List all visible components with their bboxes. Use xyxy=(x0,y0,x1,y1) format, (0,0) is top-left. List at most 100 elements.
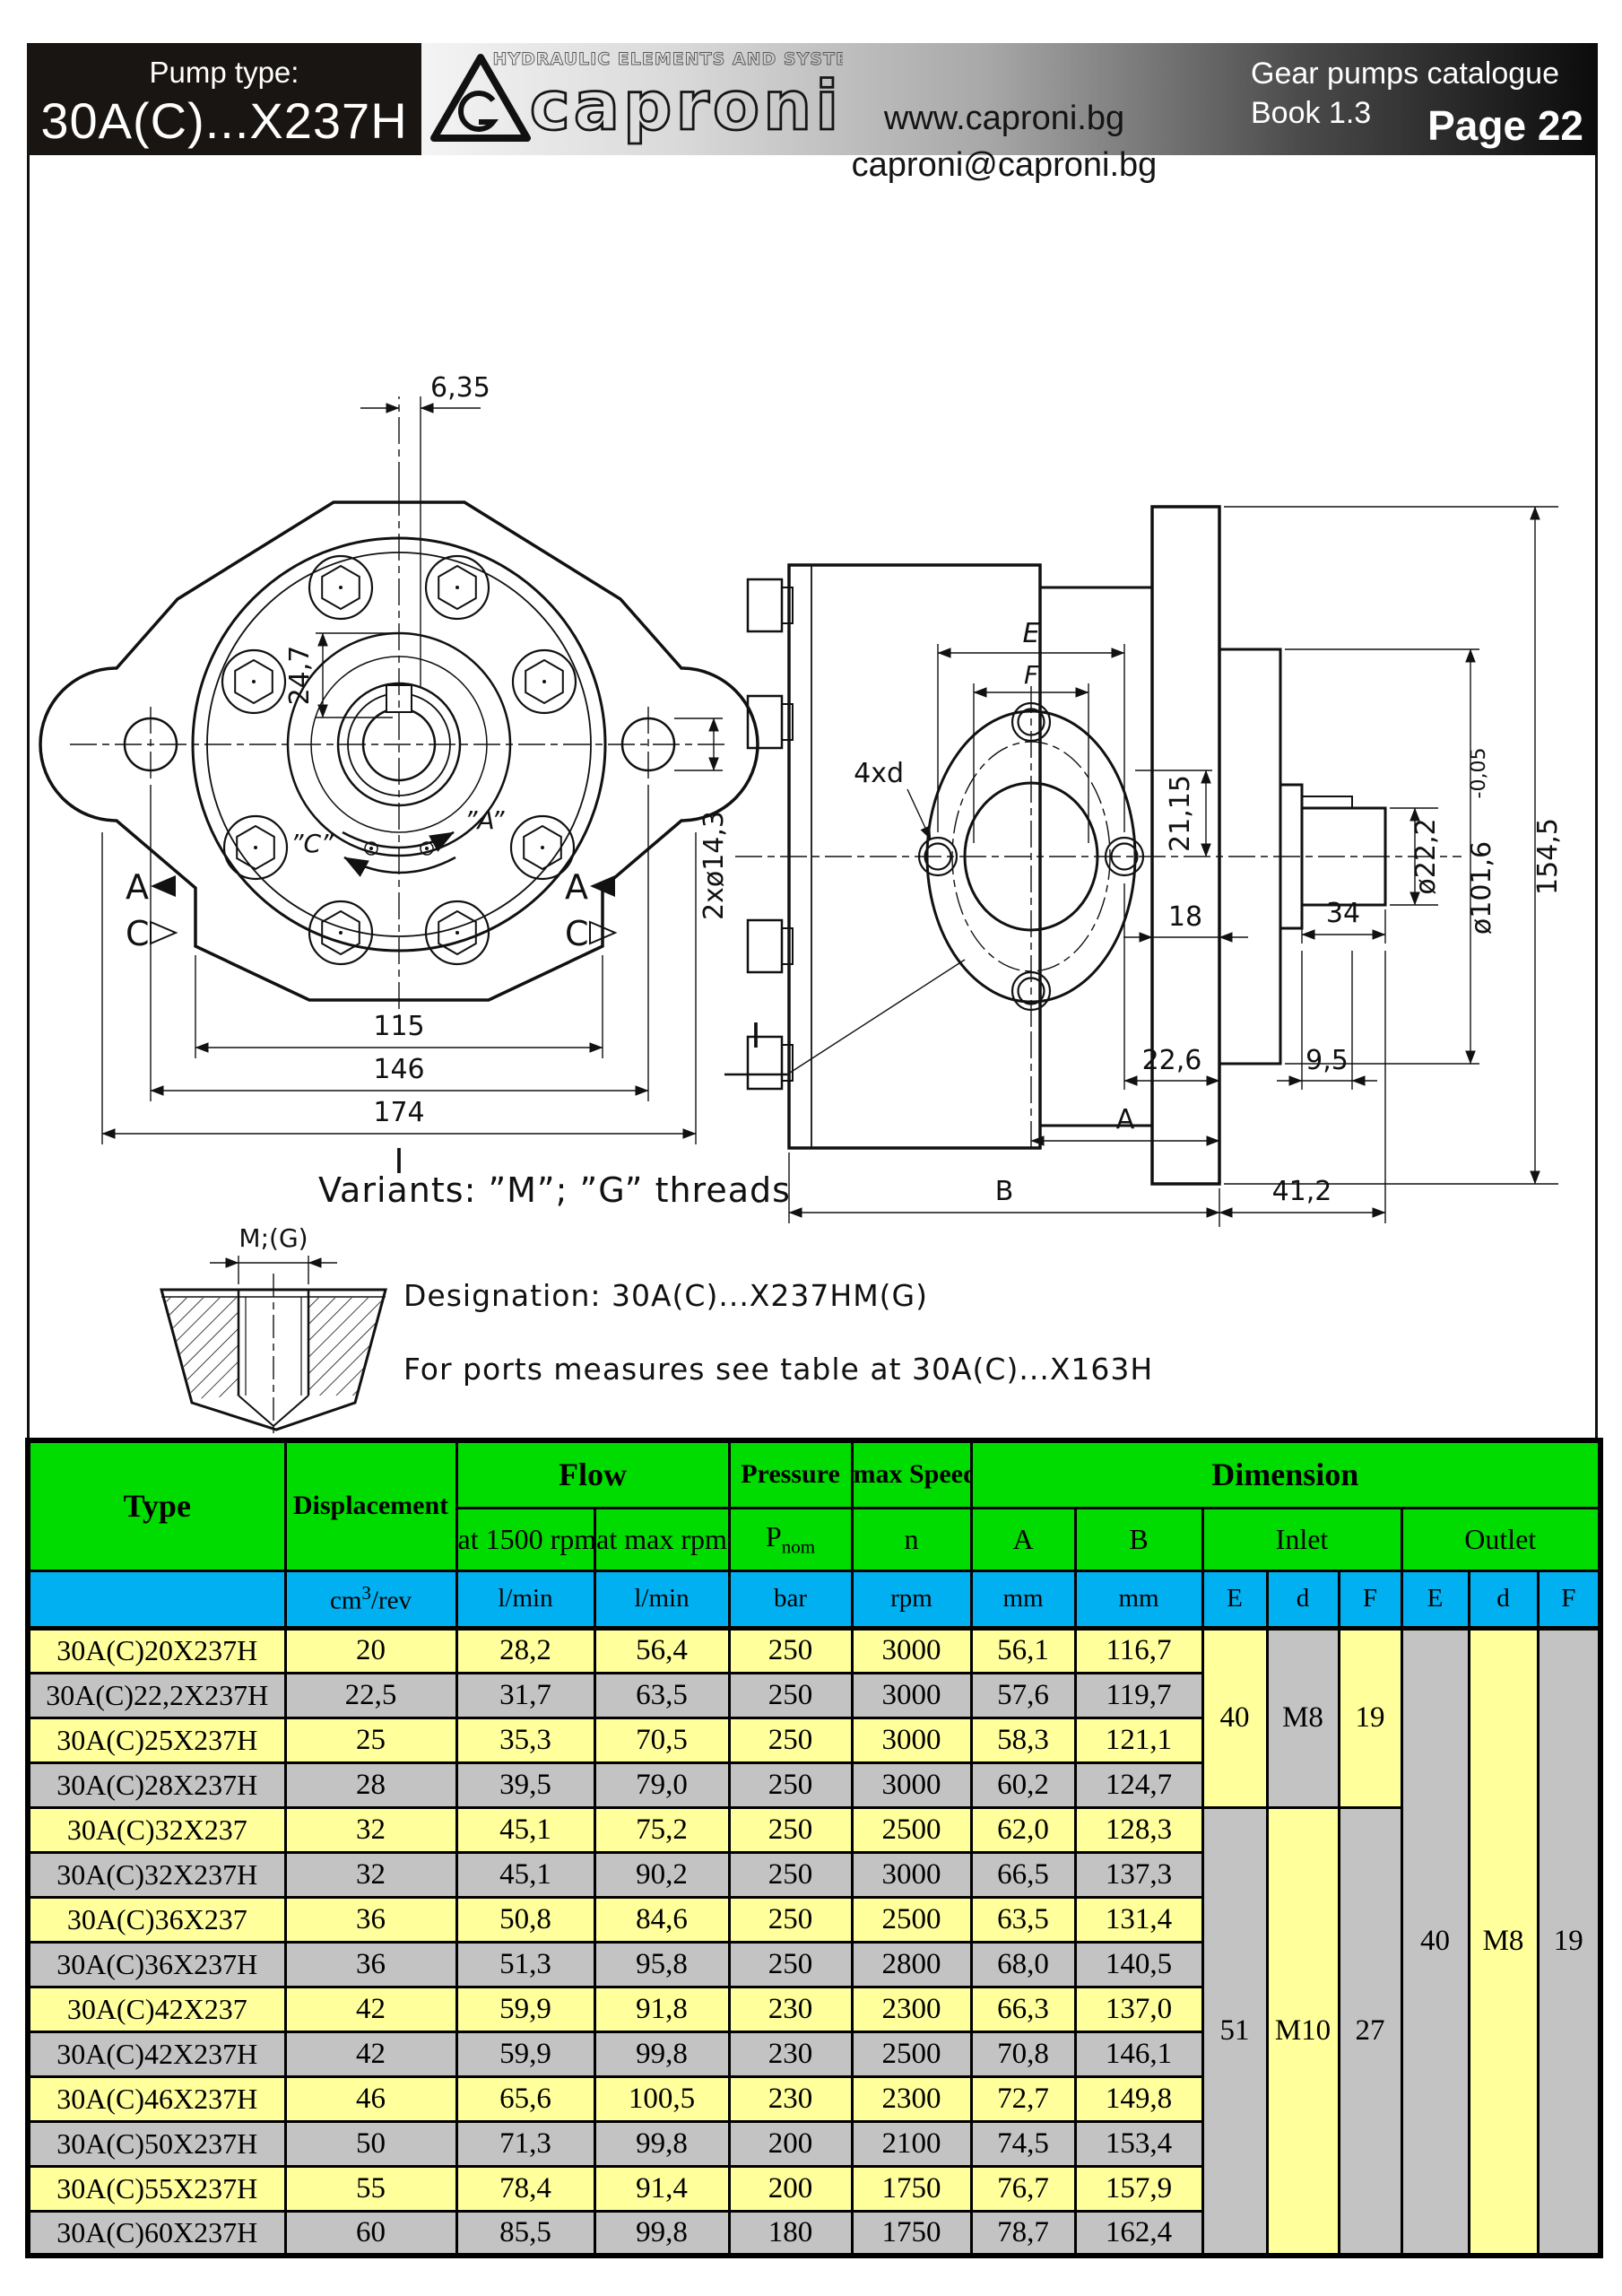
unit-outlet-d: d xyxy=(1467,1569,1540,1631)
cell-a: 57,6 xyxy=(969,1671,1077,1719)
dim-154: 154,5 xyxy=(1224,506,1564,1185)
dim-2115: 21,15 xyxy=(1135,770,1212,857)
side-bolts xyxy=(746,578,794,1091)
bolt-icon xyxy=(541,846,544,849)
cell-n: 2800 xyxy=(850,1940,973,1988)
dim-a: A xyxy=(1116,1104,1135,1135)
dim-34: 34 xyxy=(1301,898,1386,944)
cell-q1500: 28,2 xyxy=(455,1626,596,1674)
pump-data-table: Type Displacement Flow Pressure max Spee… xyxy=(25,1438,1604,2258)
cell-q1500: 45,1 xyxy=(455,1805,596,1854)
cell-type: 30A(C)28X237H xyxy=(26,1761,287,1809)
bolt-icon xyxy=(781,703,794,741)
svg-text:154,5: 154,5 xyxy=(1532,818,1564,895)
cell-disp: 60 xyxy=(283,2209,458,2257)
cell-qmax: 91,4 xyxy=(593,2164,731,2213)
bolt-icon xyxy=(321,909,360,956)
website-link[interactable]: www.caproni.bg xyxy=(883,100,1125,137)
bolt-icon xyxy=(455,586,459,589)
side-bottom-dims xyxy=(788,883,1386,1227)
cell-p: 250 xyxy=(727,1850,854,1899)
catalogue-book: Book 1.3 xyxy=(1251,96,1372,130)
cell-q1500: 59,9 xyxy=(455,1985,596,2033)
col-n: n xyxy=(850,1506,973,1572)
cell-type: 30A(C)36X237H xyxy=(26,1940,287,1988)
unit-flow-max: l/min xyxy=(593,1569,731,1631)
col-outlet: Outlet xyxy=(1400,1506,1602,1572)
svg-text:A: A xyxy=(126,867,149,907)
cell-a: 62,0 xyxy=(969,1805,1077,1854)
page-number: Page 22 xyxy=(1427,102,1583,149)
cell-b: 146,1 xyxy=(1073,2030,1204,2078)
bolt-icon xyxy=(746,578,784,633)
cell-q1500: 45,1 xyxy=(455,1850,596,1899)
side-centerlines xyxy=(735,686,1462,1152)
cell-type: 30A(C)25X237H xyxy=(26,1716,287,1764)
dim-95: 9,5 xyxy=(1305,1045,1349,1076)
centerlines xyxy=(70,396,728,1018)
cell-qmax: 79,0 xyxy=(593,1761,731,1809)
cell-type: 30A(C)36X237 xyxy=(26,1895,287,1944)
cell-disp: 32 xyxy=(283,1850,458,1899)
dim-key-offset: 6,35 xyxy=(360,372,490,687)
side-view: E F 4xd 21,15 18 34 ø22,2 xyxy=(724,505,1564,1227)
bolt-icon xyxy=(511,648,577,715)
cell-n: 3000 xyxy=(850,1671,973,1719)
technical-drawing: ”A” ”C” 6,35 24,7 2xø14,3 A C xyxy=(39,372,1564,1435)
cell-qmax: 99,8 xyxy=(593,2030,731,2078)
cell-b: 121,1 xyxy=(1073,1716,1204,1764)
cell-a: 68,0 xyxy=(969,1940,1077,1988)
unit-inlet-f: F xyxy=(1337,1569,1403,1631)
email-link[interactable]: caproni@caproni.bg xyxy=(851,146,1158,184)
bolt-icon xyxy=(339,586,343,589)
unit-inlet-d: d xyxy=(1265,1569,1340,1631)
dim-e-f xyxy=(937,644,1125,843)
cell-disp: 36 xyxy=(283,1895,458,1944)
bolt-icon xyxy=(455,931,459,935)
col-flow: Flow xyxy=(455,1439,731,1509)
svg-text:M;(G): M;(G) xyxy=(239,1223,308,1253)
header-banner: HYDRAULIC ELEMENTS AND SYSTEMS caproni w… xyxy=(421,43,1598,184)
svg-text:34: 34 xyxy=(1326,898,1360,929)
cell-n: 2500 xyxy=(850,1805,973,1854)
cell-disp: 55 xyxy=(283,2164,458,2213)
cell-p: 230 xyxy=(727,1985,854,2033)
unit-speed: rpm xyxy=(850,1569,973,1631)
cell-disp: 25 xyxy=(283,1716,458,1764)
cell-q1500: 85,5 xyxy=(455,2209,596,2257)
cell-p: 250 xyxy=(727,1626,854,1674)
cell-disp: 46 xyxy=(283,2074,458,2123)
cell-type: 30A(C)20X237H xyxy=(26,1626,287,1674)
cell-q1500: 35,3 xyxy=(455,1716,596,1764)
cell-p: 250 xyxy=(727,1940,854,1988)
cell-q1500: 39,5 xyxy=(455,1761,596,1809)
logo-g-icon xyxy=(458,91,499,132)
dim-f: F xyxy=(1024,660,1039,690)
bolt-icon xyxy=(339,931,343,935)
dim-e: E xyxy=(1023,618,1040,649)
cell-n: 3000 xyxy=(850,1850,973,1899)
cell-q1500: 65,6 xyxy=(455,2074,596,2123)
bolt-icon xyxy=(781,587,794,624)
cell-qmax: 84,6 xyxy=(593,1895,731,1944)
svg-text:18: 18 xyxy=(1168,901,1202,933)
ports-note: For ports measures see table at 30A(C)..… xyxy=(403,1352,1153,1387)
inlet-f-bottom: 27 xyxy=(1337,1805,1403,2257)
label-a-right: A xyxy=(565,867,588,907)
cell-q1500: 78,4 xyxy=(455,2164,596,2213)
inlet-d-top: M8 xyxy=(1265,1626,1340,1809)
cell-p: 200 xyxy=(727,2119,854,2168)
unit-inlet-e: E xyxy=(1201,1569,1269,1631)
unit-flow-1500: l/min xyxy=(455,1569,596,1631)
cell-p: 180 xyxy=(727,2209,854,2257)
svg-text:ø22,2: ø22,2 xyxy=(1410,818,1442,894)
outlet-e: 40 xyxy=(1400,1626,1470,2257)
inlet-e-top: 40 xyxy=(1201,1626,1269,1809)
svg-text:2xø14,3: 2xø14,3 xyxy=(698,811,730,920)
